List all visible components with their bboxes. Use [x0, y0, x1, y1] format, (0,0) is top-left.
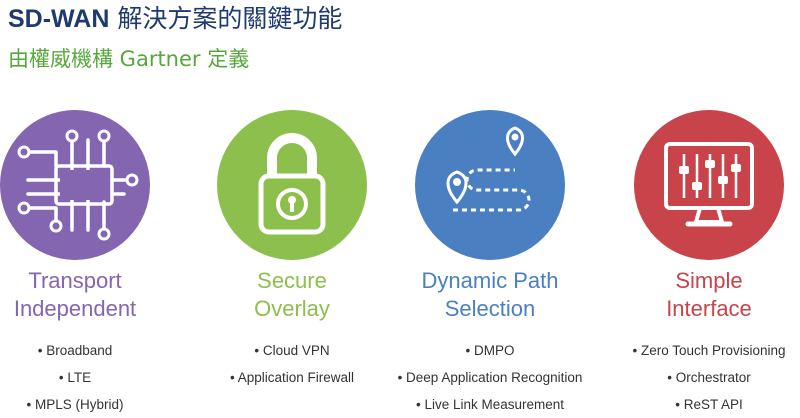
feature-circle — [0, 110, 150, 260]
bullet-item: • Cloud VPN — [254, 343, 330, 358]
title-brand: SD-WAN — [8, 5, 110, 33]
feature-heading: Transport Independent — [13, 268, 137, 321]
feature-circle — [634, 110, 784, 260]
bullet-item: • DMPO — [465, 343, 515, 358]
bullet-item: • MPLS (Hybrid) — [26, 397, 124, 412]
feature-transport-independent: Transport Independent • Broadband • LTE … — [0, 110, 175, 418]
feature-bullets: • Cloud VPN • Application Firewall — [192, 337, 392, 391]
bullet-item: • Live Link Measurement — [415, 397, 565, 412]
bullet-item: • Zero Touch Provisioning — [632, 343, 786, 358]
feature-heading: Simple Interface — [666, 268, 752, 321]
feature-dynamic-path-selection: Dynamic Path Selection • DMPO • Deep App… — [390, 110, 590, 418]
feature-circle — [217, 110, 367, 260]
bullet-item: • Broadband — [37, 343, 113, 358]
title-text: 解決方案的關鍵功能 — [109, 4, 343, 33]
monitor-sliders-icon — [664, 142, 754, 227]
map-route-icon — [446, 126, 531, 212]
bullet-item: • Orchestrator — [667, 370, 751, 385]
feature-secure-overlay: Secure Overlay • Cloud VPN • Application… — [192, 110, 392, 391]
feature-simple-interface: Simple Interface • Zero Touch Provisioni… — [609, 110, 800, 418]
page-title: SD-WAN 解決方案的關鍵功能 — [8, 2, 342, 36]
bullet-item: • LTE — [58, 370, 92, 385]
feature-bullets: • Broadband • LTE • MPLS (Hybrid) — [0, 337, 175, 418]
circuit-icon — [17, 129, 139, 241]
page-subtitle: 由權威機構 Gartner 定義 — [8, 47, 250, 71]
feature-heading: Dynamic Path Selection — [421, 268, 559, 321]
feature-bullets: • DMPO • Deep Application Recognition • … — [390, 337, 590, 418]
padlock-icon — [258, 133, 326, 235]
bullet-item: • Application Firewall — [229, 370, 355, 385]
bullet-item: • ReST API — [675, 397, 743, 412]
feature-circle — [415, 110, 565, 260]
feature-heading: Secure Overlay — [254, 268, 330, 321]
feature-bullets: • Zero Touch Provisioning • Orchestrator… — [609, 337, 800, 418]
bullet-item: • Deep Application Recognition — [397, 370, 583, 385]
